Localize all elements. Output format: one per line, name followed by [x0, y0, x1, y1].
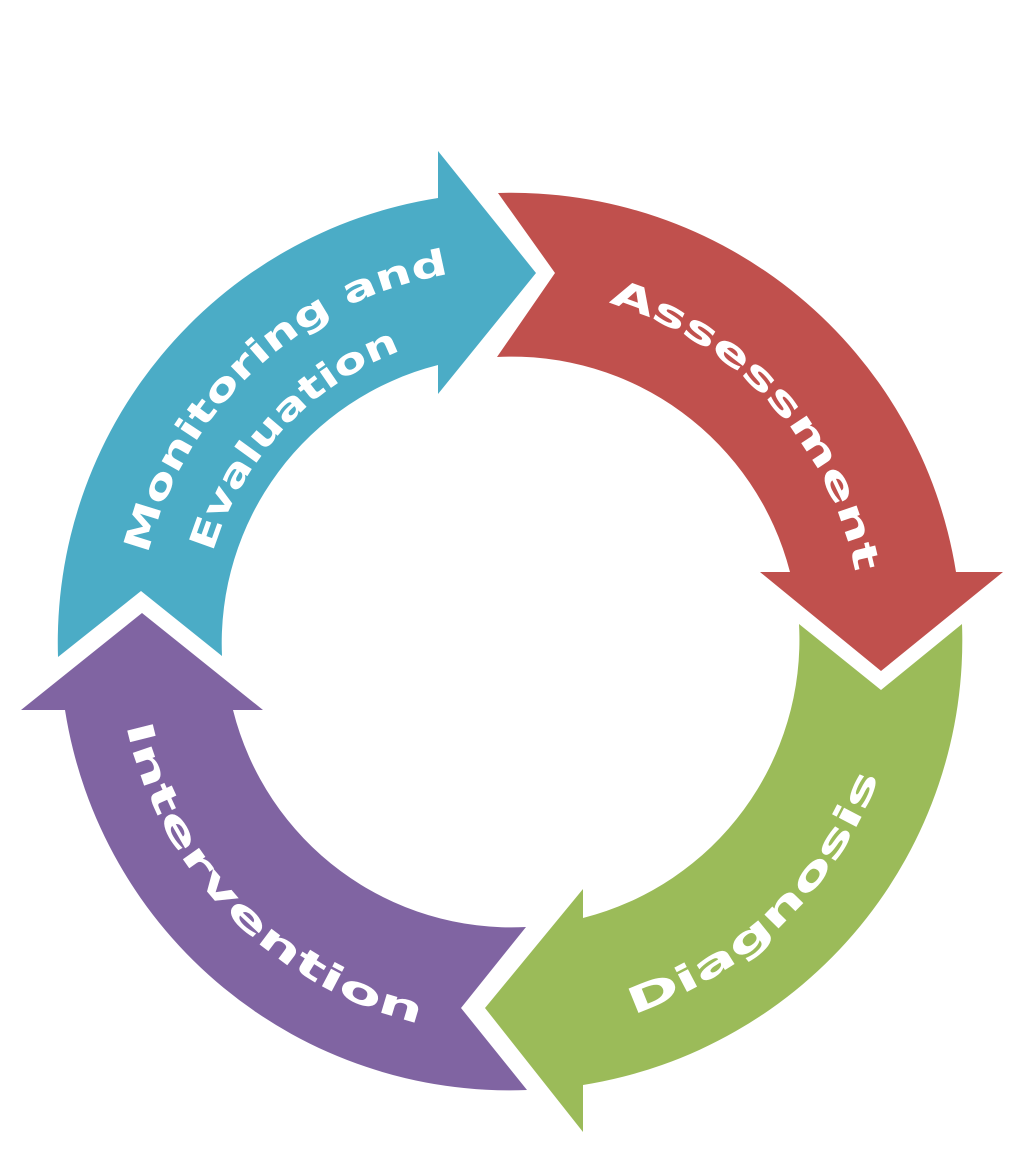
intervention-arrow — [21, 613, 527, 1091]
assessment-arrow — [497, 192, 1003, 671]
monitoring-evaluation-arrow — [57, 151, 537, 657]
diagnosis-arrow — [485, 624, 963, 1132]
